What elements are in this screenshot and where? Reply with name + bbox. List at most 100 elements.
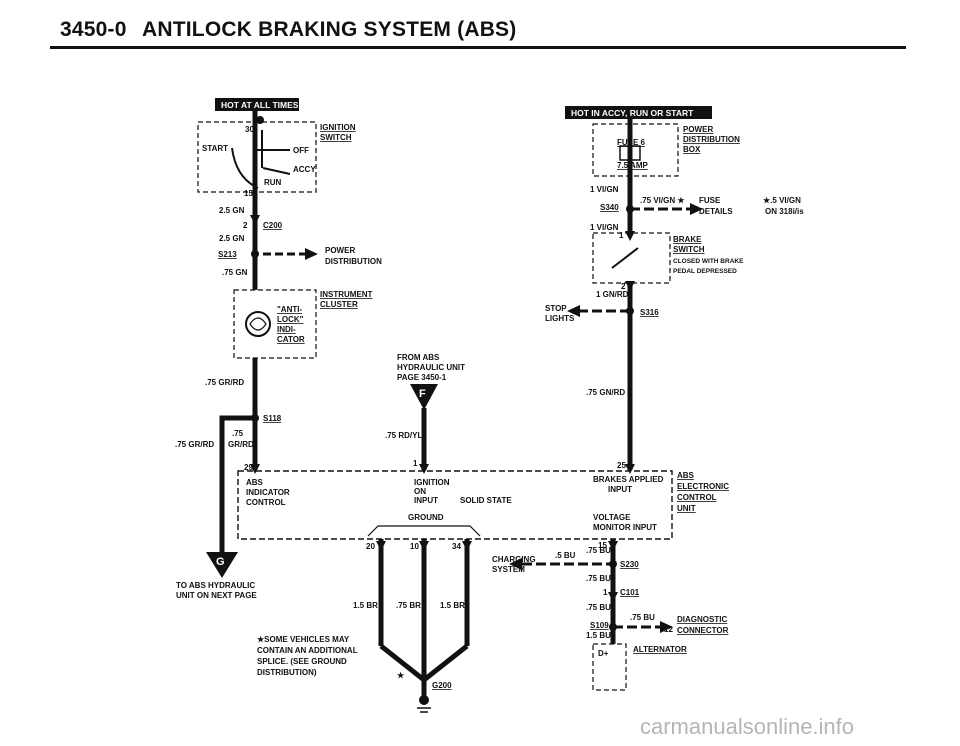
diag-2: CONNECTOR <box>677 626 729 635</box>
fuse-details-1: FUSE <box>699 196 721 205</box>
ignition-off: OFF <box>293 146 309 155</box>
abs-ignition-3: INPUT <box>414 496 438 505</box>
abs-voltage-1: VOLTAGE <box>593 513 631 522</box>
wire-grrd-label: .75 GR/RD <box>205 378 244 387</box>
wire-rdyl-label: .75 RD/YL <box>385 431 422 440</box>
ignition-name: IGNITION <box>320 123 356 132</box>
footnote-4: DISTRIBUTION) <box>257 668 317 677</box>
pin-34: 34 <box>452 542 461 551</box>
s316-label: S316 <box>640 308 659 317</box>
wire-15-bu: 1.5 BU <box>586 631 611 640</box>
from-abs-3: PAGE 3450-1 <box>397 373 447 382</box>
to-abs-1: TO ABS HYDRAULIC <box>176 581 255 590</box>
pin-15: 15 <box>598 541 607 550</box>
s213-label: S213 <box>218 250 237 259</box>
footnote-2: CONTAIN AN ADDITIONAL <box>257 646 358 655</box>
page-number: 3450-0 <box>60 18 127 41</box>
cluster-anti: "ANTI- <box>277 305 302 314</box>
to-abs-2: UNIT ON NEXT PAGE <box>176 591 257 600</box>
footnote-1: ★SOME VEHICLES MAY <box>257 635 350 644</box>
wire-gnrd-label: 1 GN/RD <box>596 290 629 299</box>
wire-75-br: .75 BR <box>396 601 421 610</box>
note-1: ★.5 VI/GN <box>763 196 801 205</box>
pdb-sub: DISTRIBUTION <box>683 135 740 144</box>
abs-unit-n2: ELECTRONIC <box>677 482 729 491</box>
s109-label: S109 <box>590 621 609 630</box>
watermark: carmanualsonline.info <box>640 714 855 739</box>
abs-brakes-1: BRAKES APPLIED <box>593 475 664 484</box>
abs-solid-state: SOLID STATE <box>460 496 512 505</box>
wire-75-gn-label: .75 GN <box>222 268 248 277</box>
note-2: ON 318i/is <box>765 207 804 216</box>
badge-hot-always: HOT AT ALL TIMES <box>221 100 299 110</box>
wire-15-br-2: 1.5 BR <box>440 601 465 610</box>
g200-label: G200 <box>432 681 452 690</box>
cluster-indi: INDI- <box>277 325 296 334</box>
diag-pin: 12 <box>664 625 673 634</box>
cluster-sub: CLUSTER <box>320 300 358 309</box>
badge-hot-accy: HOT IN ACCY, RUN OR START <box>571 108 694 118</box>
pin-1-ign: 1 <box>413 459 418 468</box>
abs-ground: GROUND <box>408 513 444 522</box>
stop-lights-2: LIGHTS <box>545 314 575 323</box>
connector-f-label: F <box>419 388 426 400</box>
s230-label: S230 <box>620 560 639 569</box>
c200-label: C200 <box>263 221 283 230</box>
fuse-number: FUSE 6 <box>617 138 646 147</box>
brake-pin-2: 2 <box>621 282 626 291</box>
pdb-sub2: BOX <box>683 145 701 154</box>
c200-pin: 2 <box>243 221 248 230</box>
header-rule <box>50 46 906 49</box>
ignition-t15: 15 <box>244 189 253 198</box>
pin-25: 25 <box>617 461 626 470</box>
abs-indicator-1: ABS <box>246 478 264 487</box>
page-title: ANTILOCK BRAKING SYSTEM (ABS) <box>142 18 517 41</box>
wire-75-bu-3: .75 BU <box>586 603 611 612</box>
brake-name: BRAKE <box>673 235 702 244</box>
ignition-start: START <box>202 144 228 153</box>
wire-75-vign-label: .75 VI/GN ★ <box>640 196 685 205</box>
footnote-3: SPLICE. (SEE GROUND <box>257 657 347 666</box>
wire-grrd3-label: .75 GR/RD <box>175 440 214 449</box>
wire-2-5-gn-label: 2.5 GN <box>219 206 245 215</box>
page-header: 3450-0 ANTILOCK BRAKING SYSTEM (ABS) <box>0 0 960 60</box>
brake-note-1: CLOSED WITH BRAKE <box>673 258 744 265</box>
power-dist-2: DISTRIBUTION <box>325 257 382 266</box>
wire-2-5-gn-label-2: 2.5 GN <box>219 234 245 243</box>
ignition-t30: 30 <box>245 125 254 134</box>
fuse-amp: 7.5 AMP <box>617 161 648 170</box>
pdb-name: POWER <box>683 125 713 134</box>
alternator-label: ALTERNATOR <box>633 645 687 654</box>
wire-75-gnrd-label: .75 GN/RD <box>586 388 625 397</box>
charging-2: SYSTEM <box>492 565 525 574</box>
alternator-d: D+ <box>598 649 609 658</box>
brake-sub: SWITCH <box>673 245 705 254</box>
wire-75-bu-1: .75 BU <box>586 546 611 555</box>
pin-29: 29 <box>244 463 253 472</box>
c101-label: C101 <box>620 588 640 597</box>
c101-pin: 1 <box>603 588 608 597</box>
from-abs-1: FROM ABS <box>397 353 440 362</box>
abs-unit-n4: UNIT <box>677 504 696 513</box>
cluster-cator: CATOR <box>277 335 305 344</box>
wire-15-br-1: 1.5 BR <box>353 601 378 610</box>
wire-grrd2-label: GR/RD <box>228 440 254 449</box>
abs-unit-name: ABS <box>677 471 695 480</box>
s340-label: S340 <box>600 203 619 212</box>
abs-ignition-1: IGNITION <box>414 478 450 487</box>
charging-1: CHARGING <box>492 555 536 564</box>
from-abs-2: HYDRAULIC UNIT <box>397 363 465 372</box>
diag-1: DIAGNOSTIC <box>677 615 727 624</box>
pin-20: 20 <box>366 542 375 551</box>
wire-1-vign-label-2: 1 VI/GN <box>590 223 619 232</box>
wire-75-label: .75 <box>232 429 244 438</box>
stop-lights-1: STOP <box>545 304 567 313</box>
pin-10: 10 <box>410 542 419 551</box>
cluster-name: INSTRUMENT <box>320 290 373 299</box>
s118-label: S118 <box>263 414 282 423</box>
ignition-run: RUN <box>264 178 282 187</box>
ignition-accy: ACCY <box>293 165 316 174</box>
cluster-lock: LOCK" <box>277 315 304 324</box>
brake-pin-1: 1 <box>619 231 624 240</box>
